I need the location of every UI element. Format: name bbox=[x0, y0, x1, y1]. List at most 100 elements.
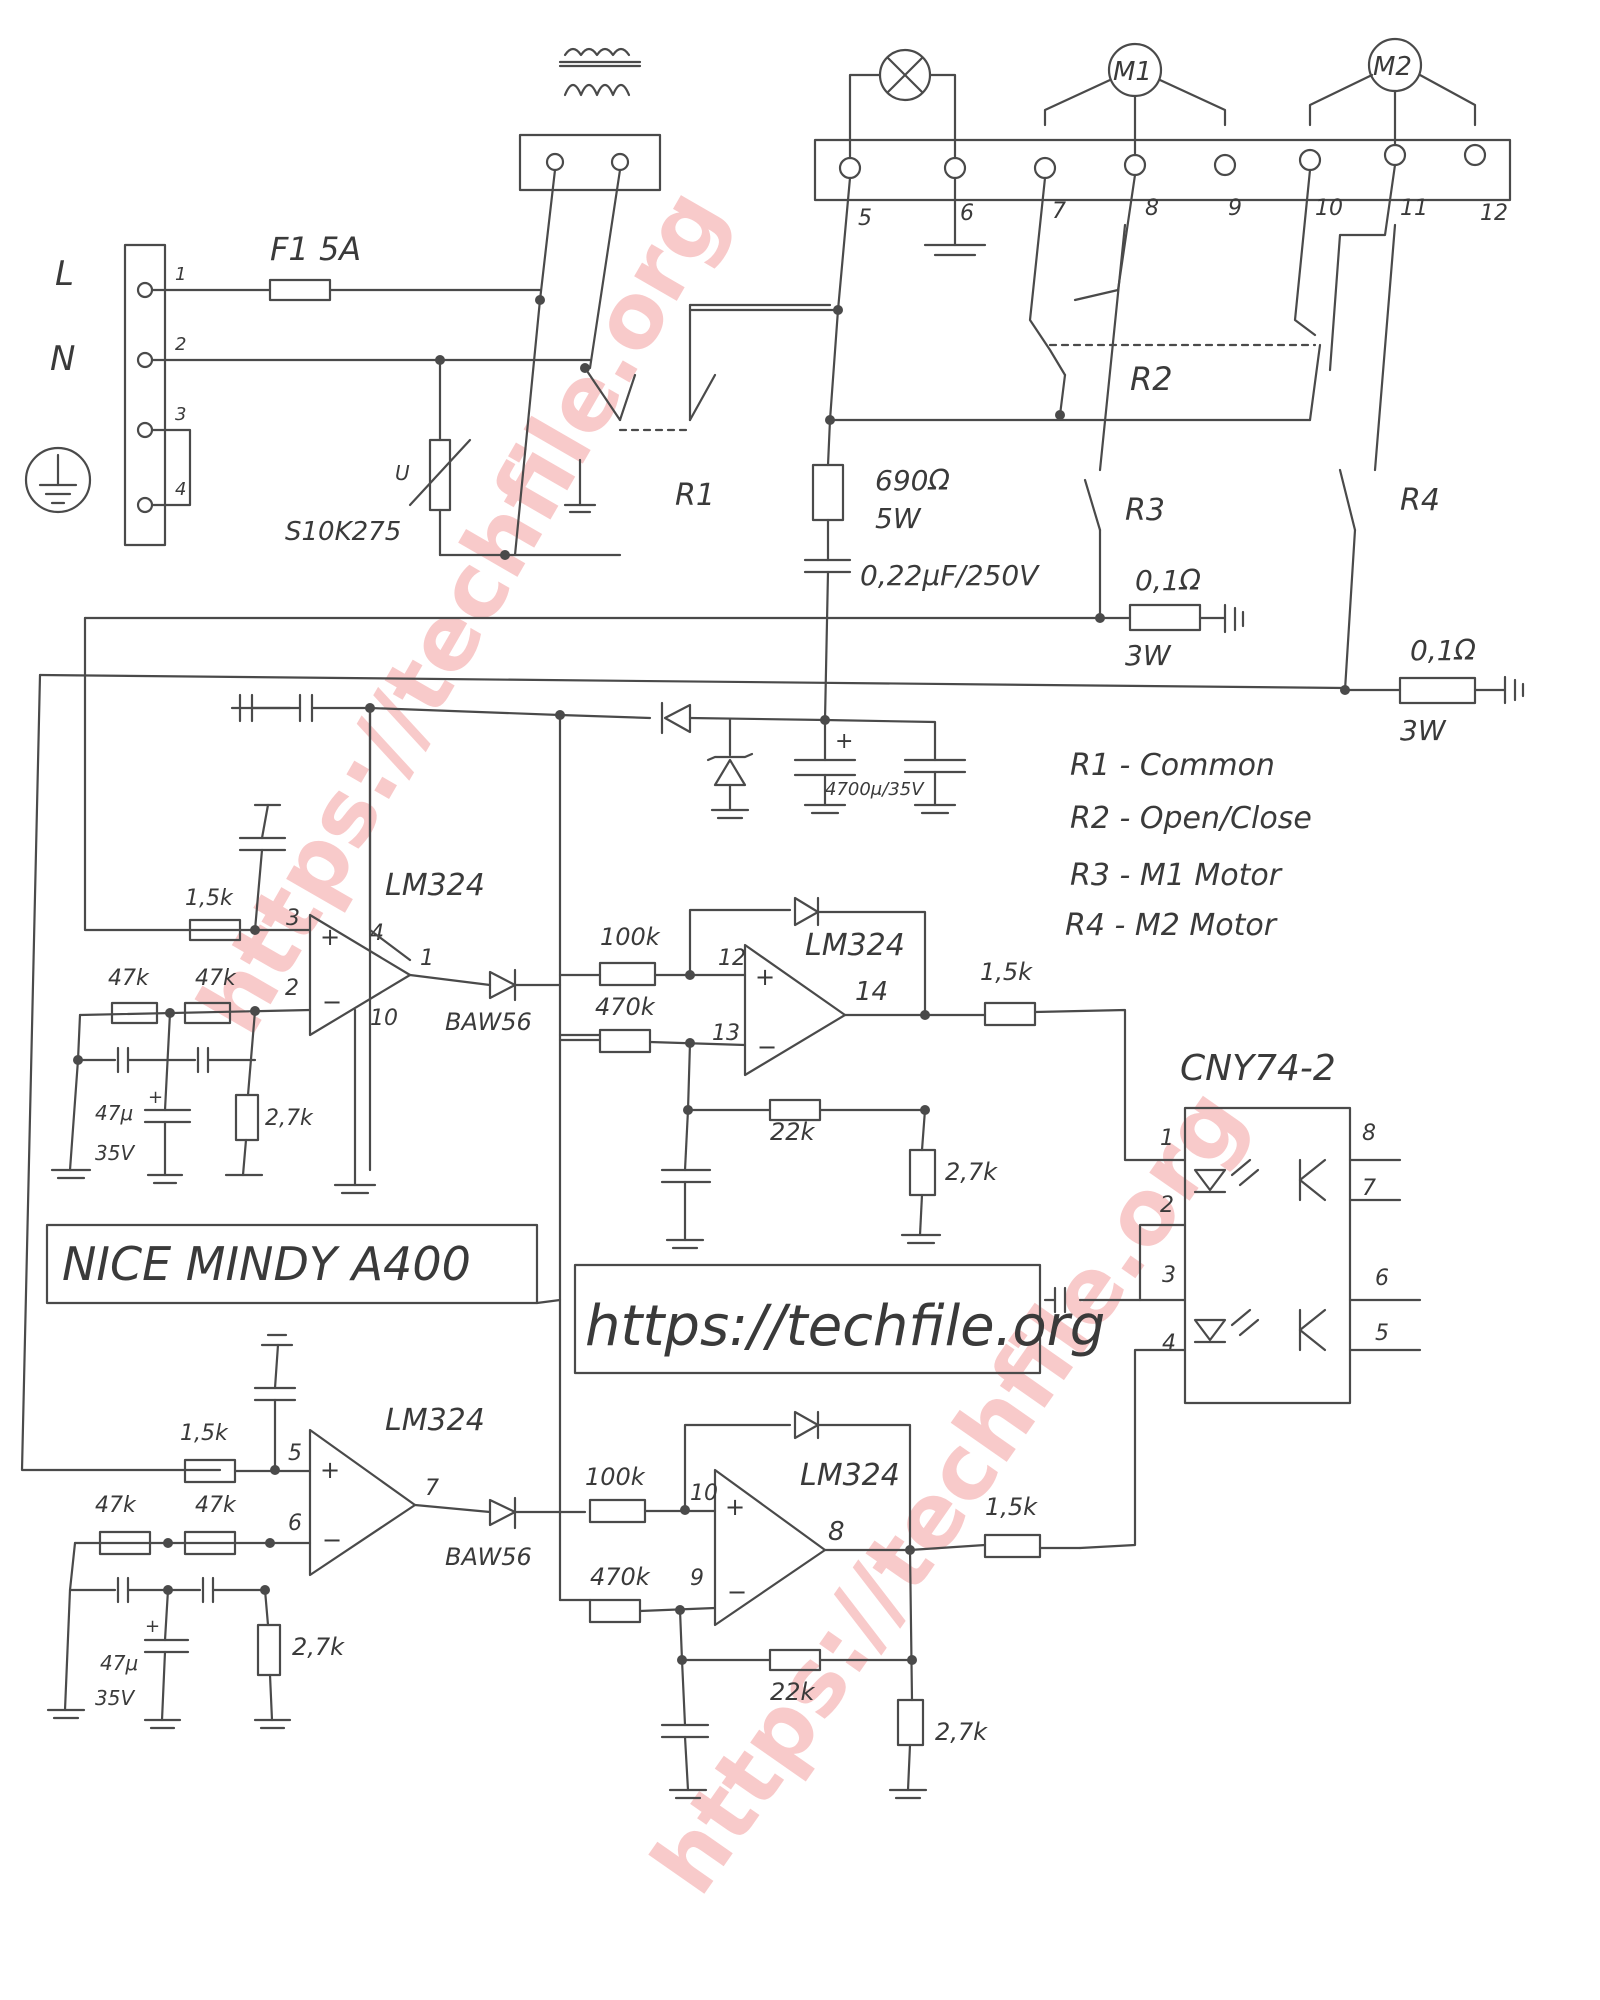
top-diode-label: BAW56 bbox=[445, 1008, 532, 1036]
rectifier-diode-icon bbox=[558, 701, 827, 735]
u3-pin-5: 5 bbox=[288, 1441, 302, 1466]
bottom-r-out-1-5k bbox=[983, 1533, 1042, 1559]
top-r-47k-b-label: 47k bbox=[195, 966, 237, 991]
u1-pin-10: 10 bbox=[370, 1006, 398, 1031]
terminal-pin-1: 1 bbox=[175, 264, 186, 285]
top-cap-47u-label: 47μ bbox=[95, 1101, 133, 1125]
bottom-cap-35v-label: 35V bbox=[95, 1686, 135, 1710]
shunt-2-value: 0,1Ω bbox=[1410, 634, 1477, 667]
output-terminal-block bbox=[813, 138, 1512, 202]
svg-text:+: + bbox=[320, 1456, 340, 1484]
u3-pin-7: 7 bbox=[425, 1476, 439, 1501]
terminal-11: 11 bbox=[1400, 196, 1428, 221]
bottom-r-47k-b-label: 47k bbox=[195, 1493, 237, 1518]
bottom-cap-47u-label: 47μ bbox=[100, 1651, 138, 1675]
top-feedback-diode-icon bbox=[793, 896, 820, 927]
shunt-2-power: 3W bbox=[1400, 714, 1447, 747]
terminal-12: 12 bbox=[1480, 201, 1508, 226]
shunt-resistor-1 bbox=[1128, 603, 1202, 632]
top-r-100k-label: 100k bbox=[600, 923, 661, 951]
svg-text:+: + bbox=[145, 1616, 160, 1637]
terminal-7: 7 bbox=[1052, 199, 1066, 224]
top-r-470k-label: 470k bbox=[595, 993, 656, 1021]
earth-symbol-icon bbox=[24, 446, 92, 514]
label-neutral-N: N bbox=[50, 339, 75, 379]
relay-r4-contact bbox=[1338, 223, 1397, 692]
bottom-r-out-2-7k-label: 2,7k bbox=[935, 1718, 988, 1746]
optocoupler-cny74-2 bbox=[1183, 1106, 1422, 1405]
u2-pin-12: 12 bbox=[718, 946, 746, 971]
svg-text:−: − bbox=[322, 988, 342, 1016]
varistor-s10k275: U bbox=[395, 358, 507, 557]
legend-line-4: R4 - M2 Motor bbox=[1065, 908, 1278, 943]
legend-line-2: R2 - Open/Close bbox=[1070, 801, 1312, 836]
bulk-capacitor-label: 4700μ/35V bbox=[825, 779, 925, 800]
u3-pin-6: 6 bbox=[288, 1511, 302, 1536]
bottom-r-out-2-7k bbox=[896, 1698, 925, 1747]
relay-r1-label: R1 bbox=[675, 478, 715, 513]
motor-m2-label: M2 bbox=[1373, 52, 1412, 82]
bottom-r-47k-b bbox=[183, 1530, 237, 1556]
bottom-r-47k-a bbox=[98, 1530, 152, 1556]
svg-text:−: − bbox=[757, 1033, 777, 1061]
relay-r2-label: R2 bbox=[1130, 360, 1173, 398]
relay-r2-contacts bbox=[828, 163, 1397, 422]
bottom-r-100k-label: 100k bbox=[585, 1463, 646, 1491]
transformer-icon bbox=[513, 47, 662, 557]
terminal-9: 9 bbox=[1228, 196, 1242, 221]
top-cap-35v-label: 35V bbox=[95, 1141, 135, 1165]
opto-pin-6: 6 bbox=[1375, 1266, 1389, 1291]
bottom-r-2-7k bbox=[256, 1623, 282, 1677]
top-r-470k bbox=[598, 1028, 652, 1054]
mains-terminal-block: 1 2 3 4 bbox=[123, 243, 192, 547]
bottom-r-1-5k-label: 1,5k bbox=[180, 1421, 229, 1446]
optocoupler-name: CNY74-2 bbox=[1180, 1048, 1336, 1089]
varistor-symbol-label: U bbox=[395, 461, 410, 485]
zener-diode-icon bbox=[706, 717, 754, 820]
motor-m1-icon: M1 bbox=[1043, 42, 1227, 157]
top-r-22k bbox=[768, 1098, 822, 1122]
relay-r1-contacts bbox=[563, 303, 832, 514]
varistor-label: S10K275 bbox=[285, 517, 401, 547]
u4-pin-8: 8 bbox=[828, 1517, 845, 1547]
opamp-u4-name: LM324 bbox=[800, 1458, 900, 1493]
top-r-out-2-7k-label: 2,7k bbox=[945, 1158, 998, 1186]
relay-r3-contact bbox=[1083, 223, 1127, 622]
legend-line-1: R1 - Common bbox=[1070, 748, 1275, 783]
capacitor-ac-label: 0,22μF/250V bbox=[860, 559, 1040, 592]
svg-text:+: + bbox=[725, 1493, 745, 1521]
resistor-690-power: 5W bbox=[875, 502, 922, 535]
motor-m1-label: M1 bbox=[1113, 57, 1152, 87]
top-diode-baw56-icon bbox=[488, 970, 517, 1000]
relay-r3-label: R3 bbox=[1125, 493, 1165, 528]
motor-m2-icon: M2 bbox=[1308, 37, 1477, 147]
terminal-pin-4: 4 bbox=[175, 479, 186, 500]
opto-pin-7: 7 bbox=[1362, 1176, 1376, 1201]
terminal-10: 10 bbox=[1315, 196, 1343, 221]
top-r-2-7k bbox=[234, 1093, 260, 1142]
label-line-L: L bbox=[55, 254, 74, 294]
u1-pin-4: 4 bbox=[370, 921, 384, 946]
terminal-6: 6 bbox=[960, 201, 974, 226]
opto-pin-4: 4 bbox=[1162, 1331, 1176, 1356]
svg-text:−: − bbox=[322, 1526, 342, 1554]
shunt-resistor-2 bbox=[1398, 676, 1477, 705]
terminal-pin-2: 2 bbox=[175, 334, 186, 355]
opto-pin-5: 5 bbox=[1375, 1321, 1389, 1346]
terminal-pin-3: 3 bbox=[175, 404, 186, 425]
u1-pin-2: 2 bbox=[285, 976, 299, 1001]
top-r-22k-label: 22k bbox=[770, 1118, 816, 1146]
bulk-capacitor-icon: + bbox=[793, 718, 967, 815]
opto-pin-3: 3 bbox=[1162, 1263, 1176, 1288]
u2-pin-14: 14 bbox=[855, 977, 888, 1007]
top-r-2-7k-label: 2,7k bbox=[265, 1106, 314, 1131]
legend-line-3: R3 - M1 Motor bbox=[1070, 858, 1283, 893]
svg-text:+: + bbox=[835, 729, 853, 754]
top-r-100k bbox=[598, 961, 657, 987]
shunt-1-value: 0,1Ω bbox=[1135, 564, 1202, 597]
bottom-r-47k-a-label: 47k bbox=[95, 1493, 137, 1518]
opto-pin-8: 8 bbox=[1362, 1121, 1376, 1146]
bottom-r-470k bbox=[588, 1598, 642, 1624]
u2-pin-13: 13 bbox=[712, 1021, 740, 1046]
resistor-690-ohm bbox=[811, 463, 845, 522]
